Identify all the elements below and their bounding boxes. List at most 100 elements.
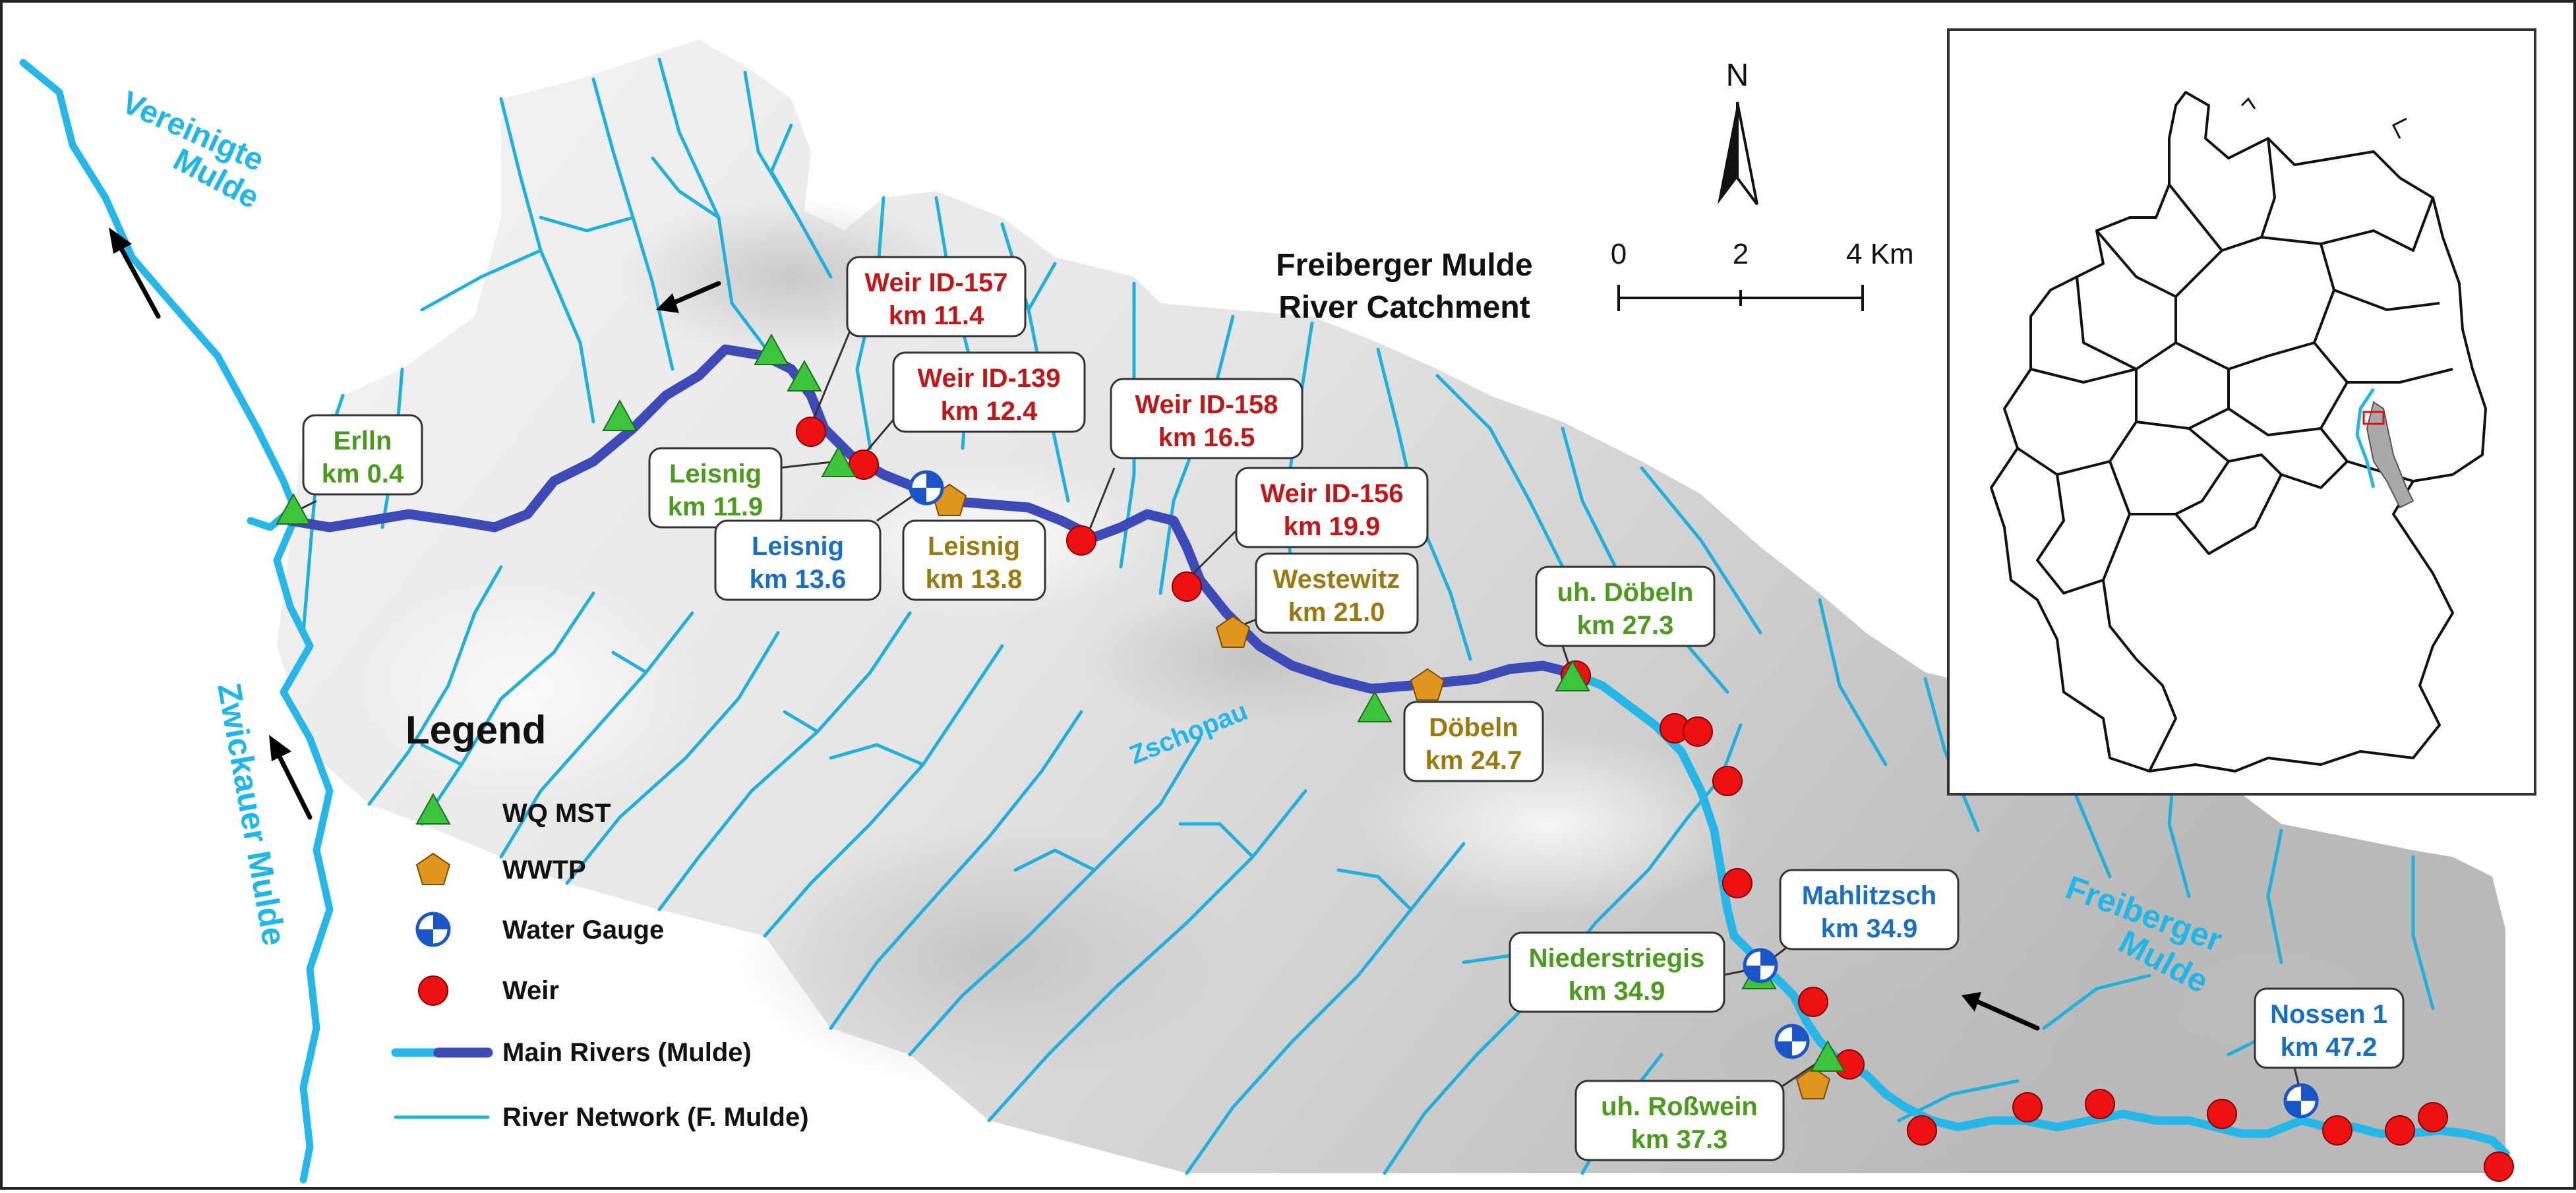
svg-text:km 19.9: km 19.9 (1284, 512, 1381, 541)
label-uh-rosswein: uh. Roßwein km 37.3 (1574, 1060, 1820, 1161)
gauge-marker (2283, 1083, 2319, 1119)
wwtp-marker (1215, 615, 1251, 648)
legend-weir-icon (418, 975, 448, 1006)
weir-marker (2322, 1115, 2352, 1146)
label-leisnig-wwtp: Leisnig km 13.8 (902, 500, 1046, 601)
flow-arrows (109, 227, 2040, 1031)
legend-label-main-river: Main Rivers (Mulde) (502, 1038, 752, 1067)
svg-text:km 16.5: km 16.5 (1158, 423, 1255, 452)
weir-marker (1907, 1115, 1937, 1146)
markers-wwtp (932, 483, 1831, 1099)
scale-tick-0: 0 (1611, 238, 1627, 270)
svg-text:km 0.4: km 0.4 (322, 459, 404, 488)
legend-title: Legend (405, 708, 546, 752)
svg-text:uh. Roßwein: uh. Roßwein (1601, 1092, 1758, 1121)
weir-marker (1066, 525, 1096, 556)
wq-marker (1555, 659, 1590, 691)
legend-gauge-icon (415, 912, 451, 947)
label-weir-156: Weir ID-156 km 19.9 (1185, 467, 1429, 581)
svg-text:Westewitz: Westewitz (1273, 565, 1400, 594)
svg-text:River Catchment: River Catchment (1278, 290, 1530, 325)
wq-marker (754, 333, 789, 365)
scale-bar: 0 2 4 Km (1611, 238, 1914, 311)
legend: Legend WQ MST WWTP Water Gauge Weir Main… (391, 708, 809, 1132)
weir-marker (2484, 1151, 2514, 1182)
label-weir-157: Weir ID-157 km 11.4 (810, 256, 1027, 426)
scale-tick-2: 2 (1733, 238, 1749, 270)
markers-weir (796, 417, 2514, 1182)
north-label: N (1726, 58, 1749, 93)
north-arrow: N (1718, 58, 1758, 206)
legend-label-gauge: Water Gauge (502, 916, 664, 945)
weir-marker (796, 417, 826, 447)
svg-text:Freiberger Mulde: Freiberger Mulde (1276, 248, 1532, 283)
flow-arrow-icon (269, 735, 313, 820)
svg-text:Leisnig: Leisnig (752, 532, 844, 561)
svg-text:km 34.9: km 34.9 (1821, 914, 1918, 943)
svg-text:km 37.3: km 37.3 (1631, 1125, 1728, 1154)
label-niederstriegis: Niederstriegis km 34.9 (1509, 931, 1754, 1013)
svg-text:km 13.6: km 13.6 (750, 565, 847, 594)
label-uh-doebeln: uh. Döbeln km 27.3 (1535, 566, 1716, 666)
label-mahlitzsch: Mahlitzsch km 34.9 (1766, 869, 1960, 964)
gauge-marker (1774, 1024, 1810, 1059)
gauge-marker (1743, 948, 1778, 983)
inset-highlight (2362, 411, 2385, 425)
inset-map (1947, 28, 2536, 796)
label-leisnig-gauge: Leisnig km 13.6 (714, 490, 920, 601)
catchment-inset (2366, 401, 2414, 509)
flow-arrow-icon (109, 227, 161, 319)
label-leisnig-wq: Leisnig km 11.9 (648, 447, 838, 529)
inset-mulde (2355, 388, 2376, 488)
legend-label-wwtp: WWTP (502, 856, 586, 885)
wwtp-marker (1410, 668, 1445, 701)
legend-pentagon-icon (415, 852, 451, 885)
label-nossen: Nossen 1 km 47.2 (2254, 987, 2405, 1095)
flow-arrow-icon (656, 281, 721, 313)
gauge-marker (909, 470, 944, 506)
weir-marker (2012, 1092, 2043, 1122)
weir-marker (1683, 716, 1713, 747)
wq-marker (276, 492, 311, 525)
svg-text:km 47.2: km 47.2 (2281, 1033, 2378, 1062)
station-labels: Erlln km 0.4 Leisnig km 11.9 Leisnig km … (296, 256, 2405, 1161)
wq-marker (1357, 690, 1393, 722)
map-title: Freiberger Mulde River Catchment (1276, 248, 1532, 325)
svg-text:km 13.8: km 13.8 (926, 565, 1023, 594)
svg-text:uh. Döbeln: uh. Döbeln (1557, 578, 1694, 607)
label-westewitz: Westewitz km 21.0 (1239, 552, 1419, 634)
svg-text:Leisnig: Leisnig (669, 459, 762, 488)
wwtp-marker (1795, 1066, 1831, 1099)
label-doebeln: Döbeln km 24.7 (1403, 685, 1544, 782)
svg-text:km 27.3: km 27.3 (1577, 611, 1674, 640)
svg-text:km 11.9: km 11.9 (668, 492, 764, 521)
wq-marker (602, 399, 638, 431)
wq-marker (1810, 1039, 1845, 1072)
svg-text:Mahlitzsch: Mahlitzsch (1802, 881, 1936, 910)
legend-label-network: River Network (F. Mulde) (502, 1103, 809, 1132)
svg-text:km 12.4: km 12.4 (941, 397, 1038, 426)
svg-text:km 21.0: km 21.0 (1288, 598, 1385, 627)
svg-text:Weir ID-157: Weir ID-157 (864, 268, 1007, 297)
label-erlln: Erlln km 0.4 (296, 414, 423, 512)
legend-label-weir: Weir (502, 976, 559, 1005)
weir-marker (1722, 868, 1752, 898)
flow-arrow-icon (1962, 992, 2040, 1031)
wq-marker (787, 359, 822, 392)
weir-marker (1712, 766, 1743, 796)
svg-text:Niederstriegis: Niederstriegis (1529, 944, 1705, 973)
svg-text:Nossen 1: Nossen 1 (2270, 1000, 2387, 1029)
svg-text:km 11.4: km 11.4 (889, 301, 984, 330)
svg-text:Leisnig: Leisnig (928, 532, 1020, 561)
svg-text:Weir ID-158: Weir ID-158 (1135, 390, 1278, 419)
weir-marker (2385, 1115, 2415, 1146)
svg-text:Weir ID-156: Weir ID-156 (1260, 479, 1403, 508)
markers-gauge (909, 470, 2319, 1119)
svg-text:km 34.9: km 34.9 (1569, 977, 1665, 1006)
svg-text:Weir ID-139: Weir ID-139 (917, 364, 1060, 393)
svg-text:Erlln: Erlln (334, 426, 392, 455)
germany-outline (1990, 91, 2487, 772)
svg-text:km 24.7: km 24.7 (1425, 746, 1522, 775)
